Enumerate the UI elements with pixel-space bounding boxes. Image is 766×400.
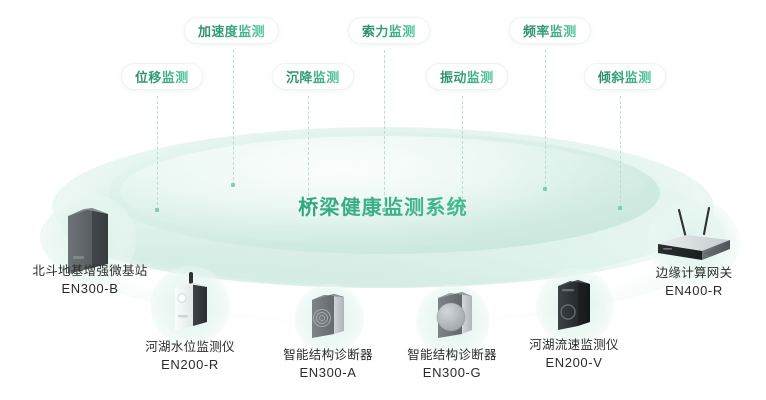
tag-cable-force-monitoring[interactable]: 索力监测	[348, 17, 430, 44]
device-title: 河湖流速监测仪	[529, 338, 619, 352]
device-structure-diagnoser-a[interactable]: 智能结构诊断器 EN300-A	[266, 284, 390, 384]
connector-dot-frequency	[543, 187, 547, 191]
device-title: 北斗地基增强微基站	[32, 264, 148, 278]
tag-label: 加速度监测	[198, 21, 265, 40]
tag-inclination-monitoring[interactable]: 倾斜监测	[584, 63, 666, 90]
water-level-monitor-icon	[175, 272, 207, 330]
device-beidou-base-station[interactable]: 北斗地基增强微基站 EN300-B	[28, 190, 152, 296]
connector-line-displacement	[157, 96, 158, 210]
connector-line-inclination	[620, 96, 621, 208]
connector-dot-acceleration	[231, 183, 235, 187]
device-flow-velocity-monitor[interactable]: 河湖流速监测仪 EN200-V	[512, 268, 636, 370]
tag-displacement-monitoring[interactable]: 位移监测	[121, 63, 203, 90]
structure-diagnoser-a-icon	[312, 294, 344, 338]
tag-settlement-monitoring[interactable]: 沉降监测	[272, 63, 354, 90]
connector-dot-inclination	[618, 206, 622, 210]
connector-line-frequency	[545, 50, 546, 189]
device-label: 边缘计算网关 EN400-R	[632, 264, 756, 301]
device-label: 河湖水位监测仪 EN200-R	[128, 338, 252, 375]
flow-velocity-monitor-icon	[558, 280, 590, 330]
connector-line-cable-force	[384, 50, 385, 210]
beidou-base-station-icon	[68, 208, 108, 274]
connector-dot-settlement	[306, 204, 310, 208]
device-water-level-monitor[interactable]: 河湖水位监测仪 EN200-R	[128, 264, 252, 372]
tag-acceleration-monitoring[interactable]: 加速度监测	[184, 17, 280, 44]
device-label: 河湖流速监测仪 EN200-V	[512, 336, 636, 373]
connector-line-vibration	[462, 96, 463, 209]
device-model: EN300-G	[422, 365, 482, 381]
connector-line-settlement	[308, 96, 309, 206]
device-model: EN200-V	[545, 355, 603, 371]
tag-label: 位移监测	[135, 67, 189, 86]
device-title: 智能结构诊断器	[407, 348, 497, 362]
connector-dot-vibration	[460, 207, 464, 211]
device-structure-diagnoser-g[interactable]: 智能结构诊断器 EN300-G	[390, 284, 514, 384]
tag-label: 沉降监测	[286, 67, 340, 86]
device-title: 河湖水位监测仪	[145, 340, 235, 354]
device-model: EN300-A	[299, 365, 357, 381]
device-model: EN400-R	[665, 283, 723, 299]
structure-diagnoser-g-icon	[436, 292, 472, 338]
tag-label: 索力监测	[362, 21, 416, 40]
device-label: 北斗地基增强微基站 EN300-B	[28, 262, 152, 299]
system-title: 桥梁健康监测系统	[0, 191, 766, 220]
device-edge-computing-gateway[interactable]: 边缘计算网关 EN400-R	[632, 200, 756, 300]
tag-frequency-monitoring[interactable]: 频率监测	[509, 17, 591, 44]
tag-label: 振动监测	[440, 67, 494, 86]
device-label: 智能结构诊断器 EN300-A	[266, 346, 390, 383]
tag-label: 频率监测	[523, 21, 577, 40]
connector-line-acceleration	[233, 50, 234, 185]
device-label: 智能结构诊断器 EN300-G	[390, 346, 514, 383]
connector-dot-displacement	[155, 208, 159, 212]
device-model: EN300-B	[61, 281, 119, 297]
device-title: 智能结构诊断器	[283, 348, 373, 362]
tag-label: 倾斜监测	[598, 67, 652, 86]
device-model: EN200-R	[161, 357, 219, 373]
device-title: 边缘计算网关	[655, 266, 733, 280]
tag-vibration-monitoring[interactable]: 振动监测	[426, 63, 508, 90]
connector-dot-cable-force	[382, 208, 386, 212]
edge-computing-gateway-icon	[658, 206, 730, 260]
